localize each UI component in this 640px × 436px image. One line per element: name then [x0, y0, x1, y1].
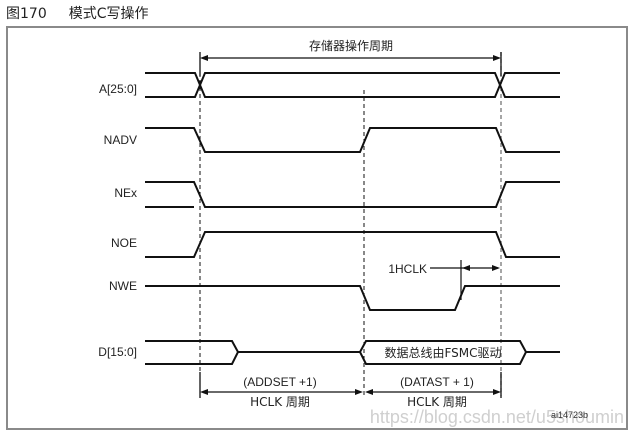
datast-unit: HCLK 周期: [407, 395, 467, 409]
memory-cycle-arrow: [200, 55, 501, 61]
addset-unit: HCLK 周期: [250, 395, 310, 409]
waveform-nwe: [145, 285, 560, 311]
figure-id-code: ai14723b: [551, 410, 588, 420]
waveform-noe: [145, 231, 560, 258]
waveform-nex: [145, 181, 560, 208]
signal-label-nwe: NWE: [109, 279, 137, 293]
signal-label-nadv: NADV: [104, 133, 137, 147]
figure-number: 图170: [6, 6, 47, 22]
figure-caption: 模式C写操作: [68, 6, 149, 22]
waveform-data: [145, 340, 560, 365]
hclk-note-arrow: [430, 260, 500, 300]
waveform-nadv: [145, 127, 560, 153]
diagram-frame: [6, 26, 628, 430]
signal-label-noe: NOE: [111, 236, 137, 250]
addset-interval-arrow: [200, 389, 363, 395]
addset-label: (ADDSET +1): [243, 375, 316, 389]
signal-label-address: A[25:0]: [99, 82, 137, 96]
signal-label-nex: NEx: [114, 186, 137, 200]
hclk-note-label: 1HCLK: [388, 262, 427, 276]
data-bus-label: 数据总线由FSMC驱动: [384, 345, 501, 360]
memory-cycle-label: 存储器操作周期: [309, 38, 393, 53]
datast-interval-arrow: [365, 389, 501, 395]
figure-title: 图170 模式C写操作: [6, 3, 149, 23]
datast-label: (DATAST + 1): [400, 375, 474, 389]
waveform-address: [145, 72, 560, 98]
signal-label-data: D[15:0]: [98, 345, 137, 359]
watermark: https://blog.csdn.net/u5shoumin: [370, 407, 624, 427]
